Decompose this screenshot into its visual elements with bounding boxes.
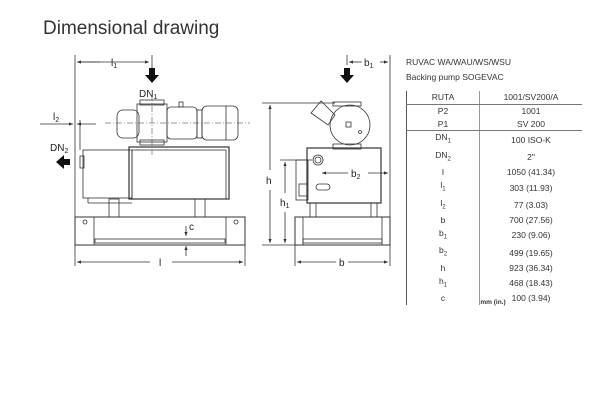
dim-label-b2: b2 [351, 169, 361, 181]
dim-label-h: h [266, 176, 272, 187]
param-name: P1 [406, 117, 480, 132]
table-row: b1 230 (9.06) [406, 226, 583, 245]
param-name: l2 [406, 196, 480, 215]
param-name: RUTA [406, 91, 480, 105]
param-value: 230 (9.06) [511, 230, 551, 241]
outlet-arrow-icon [56, 155, 70, 169]
inlet-arrow-icon-side [340, 68, 354, 83]
table-row: l2 77 (3.03) [406, 196, 583, 215]
spec-heading-1: RUVAC WA/WAU/WS/WSU [406, 57, 511, 67]
param-name: l [406, 166, 480, 180]
param-value: 499 (19.65) [509, 247, 553, 258]
inlet-arrow-icon [145, 68, 159, 83]
side-view [262, 55, 391, 266]
param-value: 100 ISO-K [511, 134, 551, 145]
param-value: 100 (3.94) [511, 293, 551, 304]
dim-label-dn2: DN2 [50, 143, 68, 155]
dim-label-l: l [159, 258, 161, 269]
param-name: l1 [406, 179, 480, 197]
table-row: h 923 (36.34) [406, 261, 583, 275]
param-value: 1050 (41.34) [506, 167, 556, 178]
spec-heading-2: Backing pump SOGEVAC [406, 72, 504, 82]
table-row: DN1 100 ISO-K [406, 130, 583, 149]
param-name: c [406, 292, 480, 305]
dim-label-c: c [189, 222, 194, 233]
dim-label-l1: l1 [111, 58, 117, 70]
param-name: DN1 [406, 130, 480, 149]
dim-label-h1: h1 [280, 198, 290, 210]
param-value: 1001/SV200/A [479, 91, 582, 105]
table-row: c 100 (3.94) [406, 292, 583, 305]
param-name: b1 [406, 226, 480, 245]
param-name: DN2 [406, 148, 480, 167]
dim-label-b1: b1 [364, 58, 374, 70]
front-view [40, 55, 250, 266]
table-row: b2 499 (19.65) [406, 244, 583, 262]
param-name: b [406, 214, 480, 227]
table-row: l 1050 (41.34) [406, 166, 583, 180]
table-row: l1 303 (11.93) [406, 179, 583, 197]
param-value: 77 (3.03) [513, 199, 549, 210]
param-value: 468 (18.43) [509, 278, 553, 289]
param-name: b2 [406, 244, 480, 262]
param-value: 303 (11.93) [509, 182, 553, 193]
dim-label-b: b [339, 258, 345, 269]
param-value: 923 (36.34) [509, 262, 553, 273]
param-name: h1 [406, 274, 480, 293]
param-value: 1001 [521, 105, 541, 116]
param-value: SV 200 [479, 117, 582, 132]
param-name: P2 [406, 104, 480, 118]
table-row: DN2 2" [406, 148, 583, 167]
page-title: Dimensional drawing [43, 18, 220, 39]
param-name: h [406, 261, 480, 275]
param-value: 2" [527, 152, 535, 163]
unit-note: mm (in.) [480, 299, 506, 306]
dim-label-l2: l2 [53, 112, 59, 124]
param-value: 700 (27.56) [509, 215, 553, 226]
dim-label-dn1: DN1 [139, 89, 157, 101]
table-row: P2 1001 [406, 104, 583, 118]
table-row: h1 468 (18.43) [406, 274, 583, 293]
table-row: b 700 (27.56) [406, 214, 583, 227]
